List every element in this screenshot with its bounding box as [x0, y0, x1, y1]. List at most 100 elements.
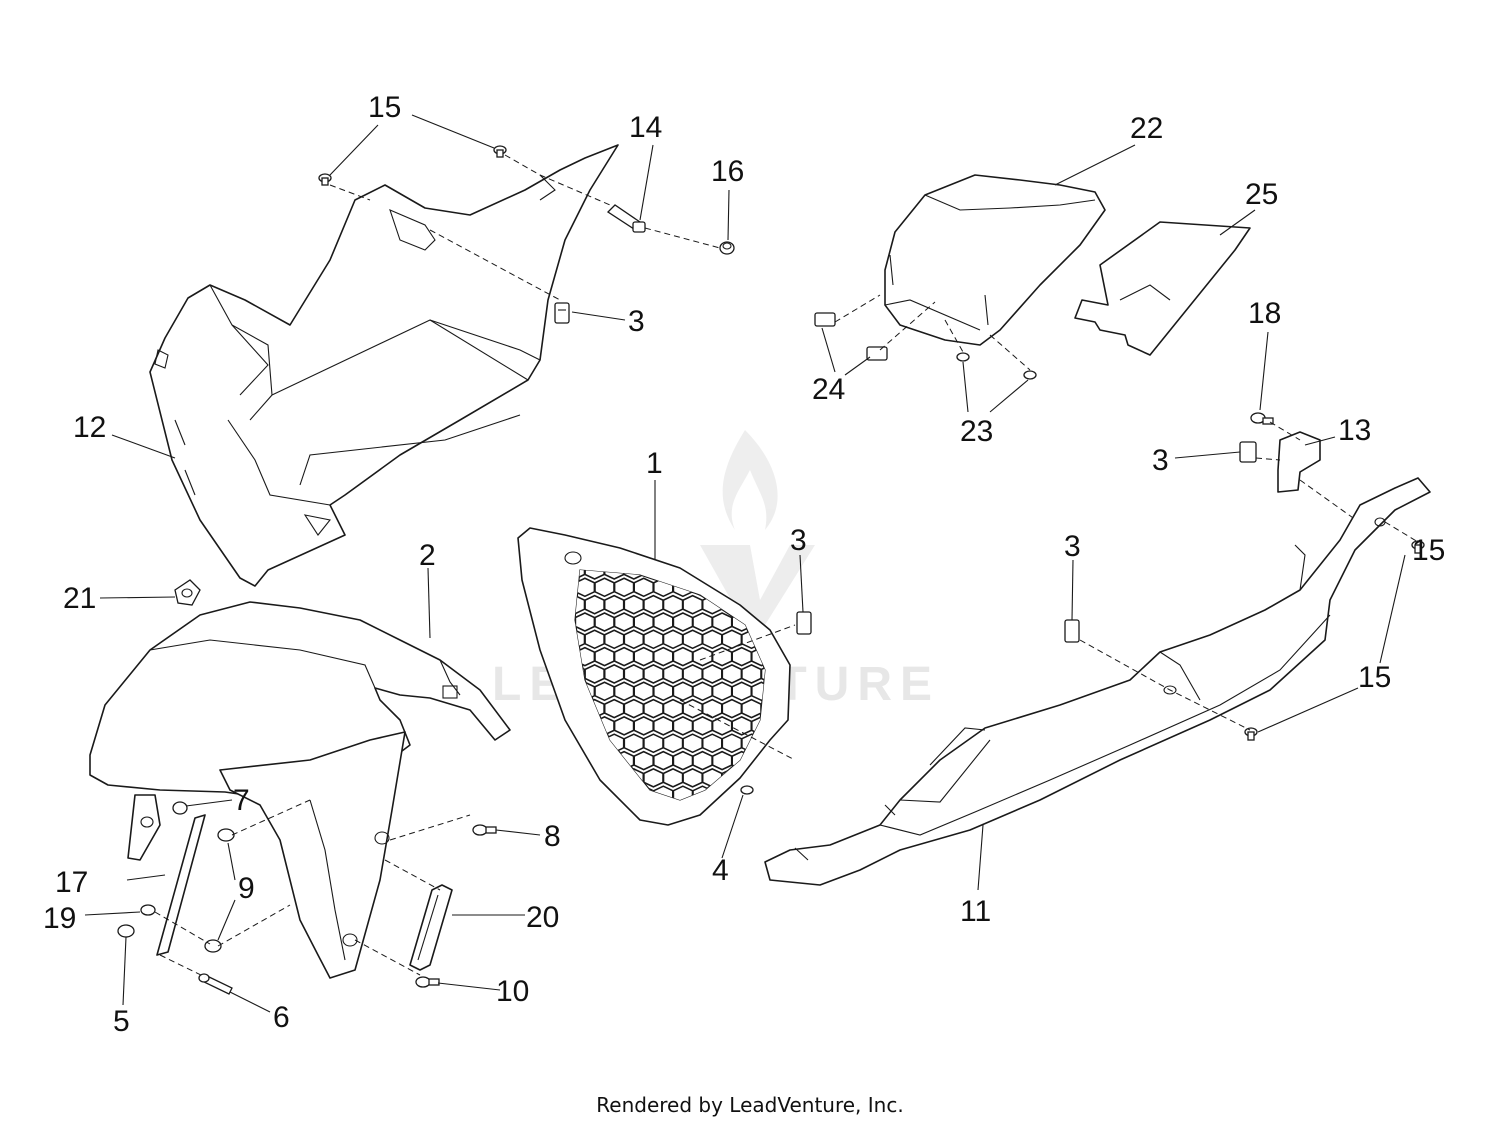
callout-20: 20: [526, 901, 559, 934]
grille-cell: [603, 629, 625, 650]
grille-cell: [623, 629, 645, 650]
grille-cell: [682, 733, 704, 754]
callout-1: 1: [646, 447, 663, 480]
grille-cell: [594, 612, 615, 632]
grille-cell: [652, 750, 674, 771]
grille-cell: [575, 785, 596, 800]
callout-23: 23: [960, 415, 993, 448]
grille-cell: [721, 698, 743, 719]
grille-cell: [633, 716, 655, 736]
part-15-screws-top: [318, 145, 507, 186]
part-3-clip-panel: [796, 611, 812, 635]
grille-cell: [594, 646, 615, 667]
grille-cell: [750, 681, 765, 702]
grille-cell: [633, 577, 655, 598]
callout-4: 4: [712, 854, 729, 887]
grille-cell: [731, 646, 753, 667]
grille-cell: [584, 664, 605, 684]
grille-cell: [672, 750, 694, 771]
grille-cell: [711, 646, 733, 667]
callout-2: 2: [419, 539, 436, 572]
callout-9: 9: [238, 872, 255, 905]
callout-5: 5: [113, 1005, 130, 1038]
grille-cell: [594, 577, 615, 598]
grille-cell: [791, 786, 810, 804]
grille-cell: [760, 664, 765, 684]
callout-18: 18: [1248, 297, 1281, 330]
part-12-upper-cowl: [149, 144, 619, 587]
grille-cell: [741, 664, 762, 684]
grille-cell: [771, 752, 790, 770]
grille-cell: [603, 570, 625, 580]
callout-17: 17: [55, 866, 88, 899]
grille-cell: [613, 612, 635, 632]
grille-cell: [711, 750, 733, 771]
grille-cell: [603, 594, 625, 615]
part-20-reflector: [409, 884, 453, 971]
part-3-clip-fairing: [1064, 619, 1080, 643]
callout-3d: 3: [1152, 444, 1169, 477]
part-14-pin: [606, 204, 646, 233]
callout-15b: 15: [1358, 661, 1391, 694]
part-13-bracket: [1277, 431, 1321, 493]
grille-cell: [613, 577, 635, 598]
callout-11: 11: [960, 895, 991, 928]
grille-cell: [575, 570, 586, 580]
grille-cell: [594, 681, 615, 702]
grille-cell: [692, 612, 713, 632]
callout-21: 21: [63, 582, 96, 615]
grille-cell: [791, 717, 810, 735]
grille-cell: [791, 578, 810, 596]
callout-3b: 3: [790, 524, 807, 557]
grille-cell: [613, 646, 635, 667]
callout-14: 14: [629, 111, 662, 144]
part-24-clips: [814, 312, 888, 361]
grille-cell: [643, 629, 664, 650]
grille-cell: [633, 612, 655, 632]
part-3-clip-cowl: [554, 302, 570, 324]
grille-cell: [652, 681, 674, 702]
grille-cell: [643, 594, 664, 615]
grille-cell: [791, 752, 810, 770]
grille-cell: [682, 629, 704, 650]
grille-cell: [682, 698, 704, 719]
callout-3c: 3: [1064, 530, 1081, 563]
grille-cell: [701, 664, 723, 684]
grille-cell: [760, 768, 765, 788]
grille-cell: [741, 698, 762, 719]
grille-cell: [692, 646, 713, 667]
grille-cell: [672, 681, 694, 702]
grille-cell: [643, 698, 664, 719]
grille-cell: [652, 646, 674, 667]
grille-cell: [721, 733, 743, 754]
part-3-clip-bracket: [1239, 441, 1257, 463]
part-18-screw: [1250, 412, 1274, 425]
grille-cell: [701, 629, 723, 650]
grille-cell: [682, 664, 704, 684]
part-2-lower-guard: [127, 731, 406, 979]
callout-6: 6: [273, 1001, 290, 1034]
callout-13: 13: [1338, 414, 1371, 447]
part-6-bolt: [198, 973, 233, 995]
grille-cell: [711, 612, 733, 632]
callouts: 1 2 3 3 3 3 4 5 6 7 8 9 10 11 12 13 14 1…: [43, 91, 1445, 1038]
grille-cell: [633, 646, 655, 667]
grille-cell: [662, 698, 684, 719]
grille-cell: [584, 629, 605, 650]
grille-cell: [613, 681, 635, 702]
part-9-bushings: [204, 828, 235, 953]
callout-7: 7: [233, 784, 250, 817]
part-4-screw: [740, 785, 754, 795]
callout-12: 12: [73, 411, 106, 444]
grille-cell: [623, 733, 645, 754]
grille-cell: [682, 594, 704, 615]
part-8-bolt: [472, 824, 497, 836]
part-21-clip: [174, 579, 201, 606]
callout-8: 8: [544, 820, 561, 853]
grille-cell: [662, 629, 684, 650]
part-1-side-panel: [517, 527, 810, 826]
grille-cell: [584, 594, 605, 615]
callout-15a: 15: [368, 91, 401, 124]
grille-cell: [721, 664, 743, 684]
